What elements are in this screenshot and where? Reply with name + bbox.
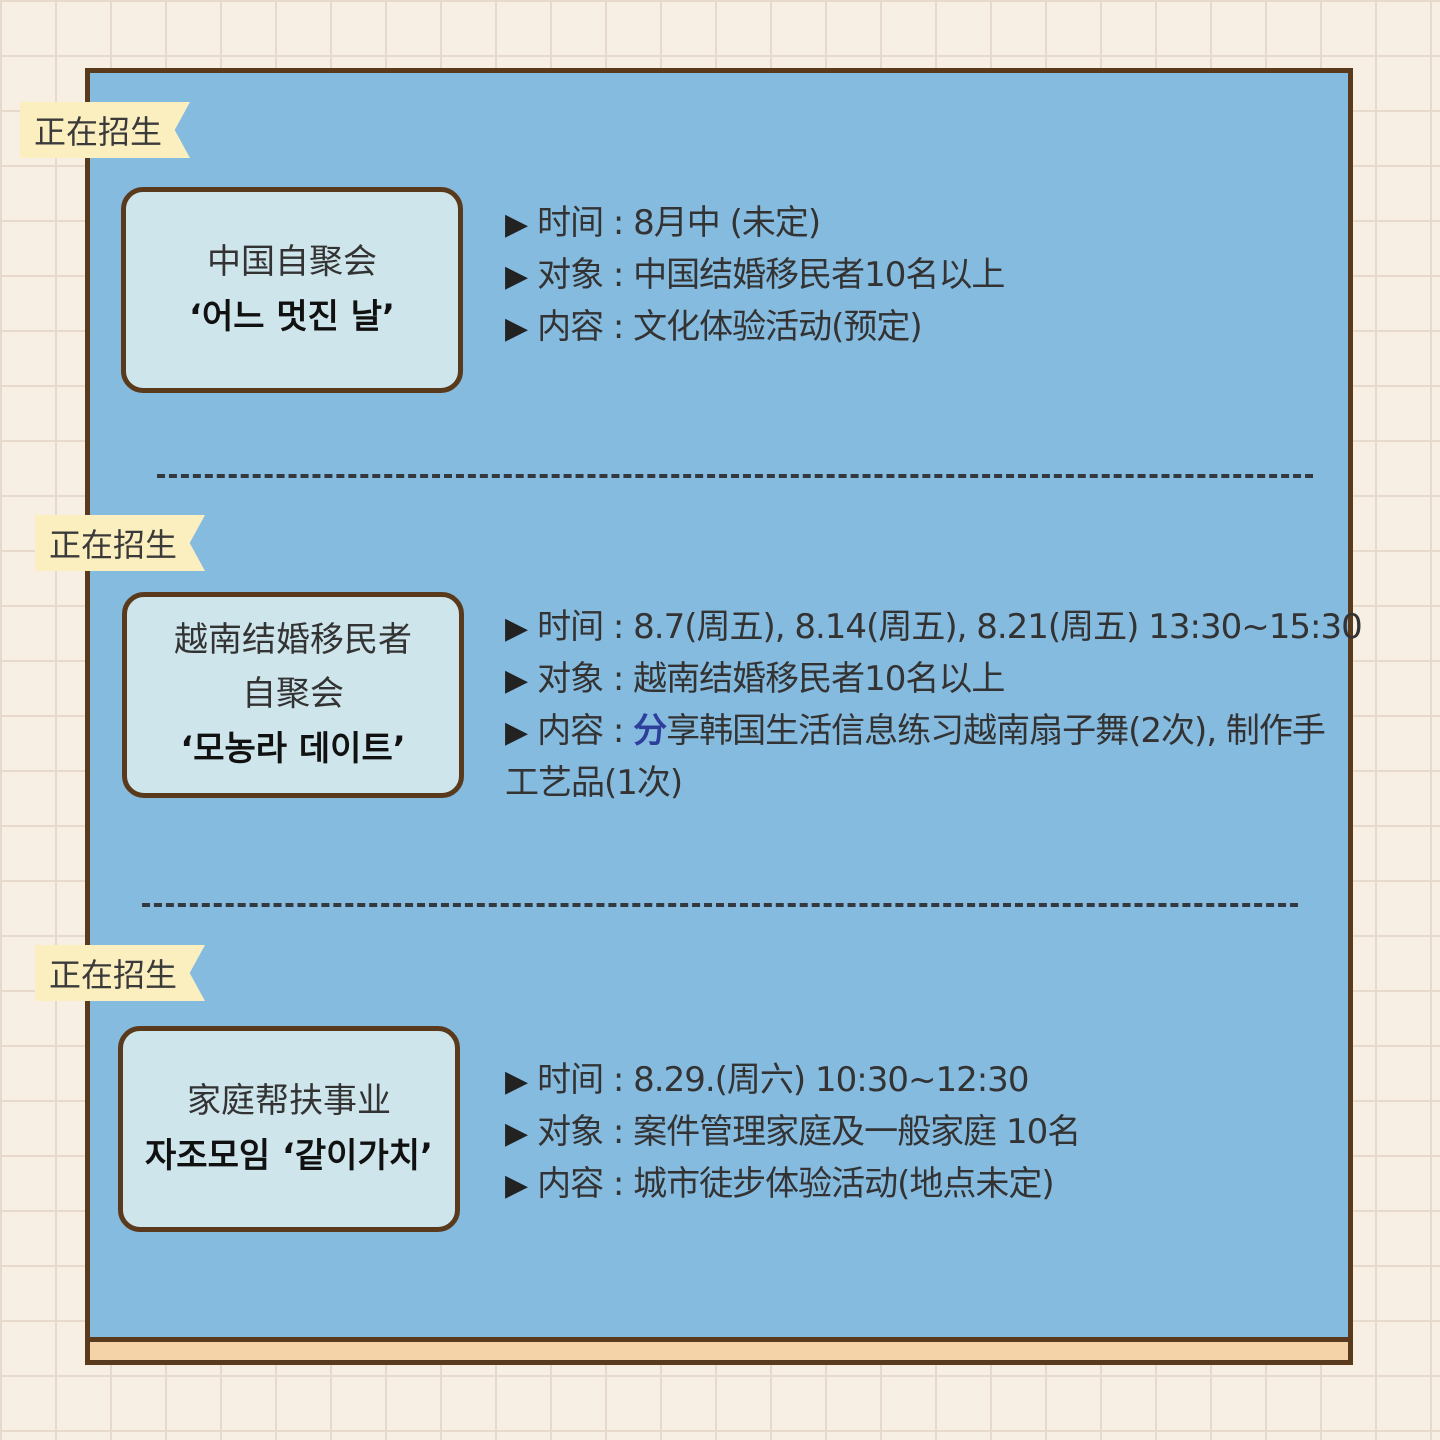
dashed-divider [142,903,1298,907]
program-card-family-support: 家庭帮扶事业 자조모임 ‘같이가치’ [118,1026,460,1232]
recruiting-badge-1: 正在招生 [20,102,190,158]
board-footer-strip [90,1337,1348,1360]
info-content: ▶内容 : 文化体验活动(预定) [505,307,923,347]
recruiting-badge-2: 正在招生 [35,515,205,571]
program-info-3: ▶时间 : 8.29.(周六) 10:30~12:30 ▶对象 : 案件管理家庭… [505,1055,1081,1211]
program-title: 中国自聚会 [207,242,377,282]
triangle-bullet-icon: ▶ [505,1116,528,1151]
info-time: ▶时间 : 8.7(周五), 8.14(周五), 8.21(周五) 13:30~… [505,607,1363,647]
triangle-bullet-icon: ▶ [505,1064,528,1099]
triangle-bullet-icon: ▶ [505,715,528,750]
program-card-vietnamese-group: 越南结婚移民者 自聚会 ‘모농라 데이트’ [122,592,464,798]
info-time: ▶时间 : 8.29.(周六) 10:30~12:30 [505,1060,1029,1100]
info-content: ▶内容 : 城市徒步体验活动(地点未定) [505,1164,1055,1204]
program-card-chinese-group: 中国自聚会 ‘어느 멋진 날’ [121,187,463,393]
highlight-char: 分 [633,711,667,751]
recruiting-badge-3: 正在招生 [35,945,205,1001]
program-info-1: ▶时间 : 8月中 (未定) ▶对象 : 中国结婚移民者10名以上 ▶内容 : … [505,198,1005,354]
info-target: ▶对象 : 案件管理家庭及一般家庭 10名 [505,1112,1081,1152]
program-info-2: ▶时间 : 8.7(周五), 8.14(周五), 8.21(周五) 13:30~… [505,602,1363,809]
program-subtitle: ‘모농라 데이트’ [180,729,406,769]
info-target: ▶对象 : 中国结婚移民者10名以上 [505,255,1005,295]
program-subtitle: 자조모임 ‘같이가치’ [145,1136,433,1176]
triangle-bullet-icon: ▶ [505,207,528,242]
triangle-bullet-icon: ▶ [505,611,528,646]
info-target: ▶对象 : 越南结婚移民者10名以上 [505,659,1005,699]
triangle-bullet-icon: ▶ [505,311,528,346]
info-time: ▶时间 : 8月中 (未定) [505,203,821,243]
program-title: 家庭帮扶事业 [187,1081,391,1121]
dashed-divider [157,474,1313,478]
program-title-line2: 自聚会 [242,674,344,714]
triangle-bullet-icon: ▶ [505,259,528,294]
program-title: 越南结婚移民者 [174,620,412,660]
info-content: ▶内容 : 分享韩国生活信息练习越南扇子舞(2次), 制作手工艺品(1次) [505,711,1326,803]
program-subtitle: ‘어느 멋진 날’ [189,297,395,337]
triangle-bullet-icon: ▶ [505,1168,528,1203]
triangle-bullet-icon: ▶ [505,663,528,698]
